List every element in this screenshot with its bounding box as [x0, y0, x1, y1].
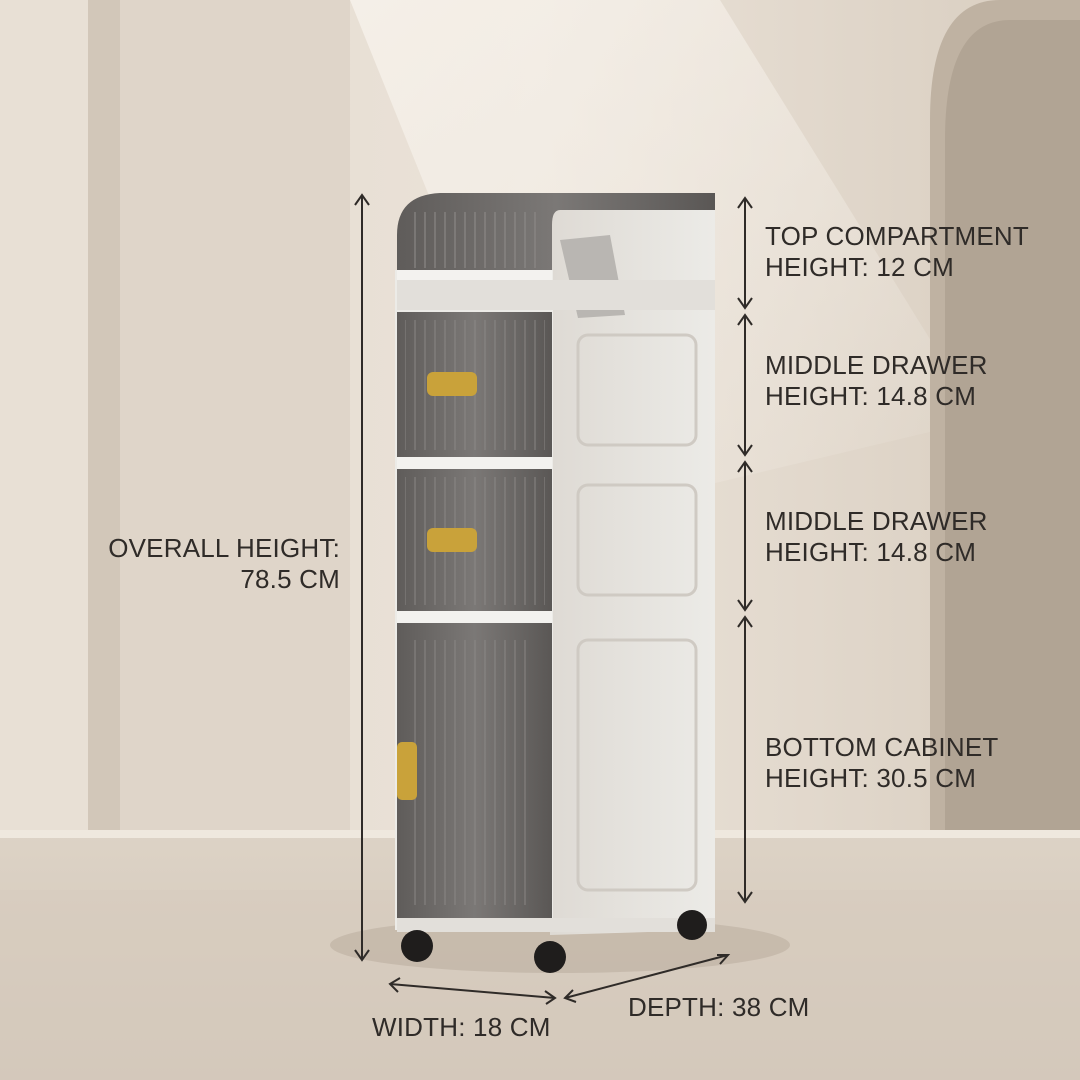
bottom-cabinet-ribs: [410, 640, 530, 905]
drawer-2-handle: [427, 528, 477, 552]
bottom-cabinet-handle: [397, 742, 417, 800]
top-compartment-label: TOP COMPARTMENT HEIGHT: 12 CM: [765, 221, 1029, 282]
side-panel-recess-1: [576, 333, 698, 447]
cabinet-side-panel: [550, 200, 715, 935]
overall-height-label: OVERALL HEIGHT: 78.5 CM: [108, 533, 340, 594]
left-pillar-shadow: [88, 0, 120, 840]
drawer-divider-1: [397, 457, 552, 469]
top-band: [397, 280, 715, 310]
side-panel-recess-3: [576, 638, 698, 892]
left-pillar: [0, 0, 88, 840]
top-compartment-ribs: [410, 212, 540, 268]
right-arch-inner: [945, 20, 1080, 840]
drawer-1-handle: [427, 372, 477, 396]
width-label: WIDTH: 18 CM: [372, 1012, 551, 1042]
side-panel-recess-2: [576, 483, 698, 597]
middle-drawer-2-label: MIDDLE DRAWER HEIGHT: 14.8 CM: [765, 506, 988, 567]
wheel-front-right: [534, 941, 566, 973]
middle-drawer-1-label: MIDDLE DRAWER HEIGHT: 14.8 CM: [765, 350, 988, 411]
dimension-lines: [354, 193, 753, 1005]
bottom-cabinet-label: BOTTOM CABINET HEIGHT: 30.5 CM: [765, 732, 999, 793]
wheel-back-right: [677, 910, 707, 940]
drawer-divider-2: [397, 611, 552, 623]
top-ledge: [397, 270, 552, 280]
wheel-front-left: [401, 930, 433, 962]
cabinet-base: [397, 918, 715, 932]
depth-label: DEPTH: 38 CM: [628, 992, 810, 1022]
left-recess: [120, 0, 350, 830]
